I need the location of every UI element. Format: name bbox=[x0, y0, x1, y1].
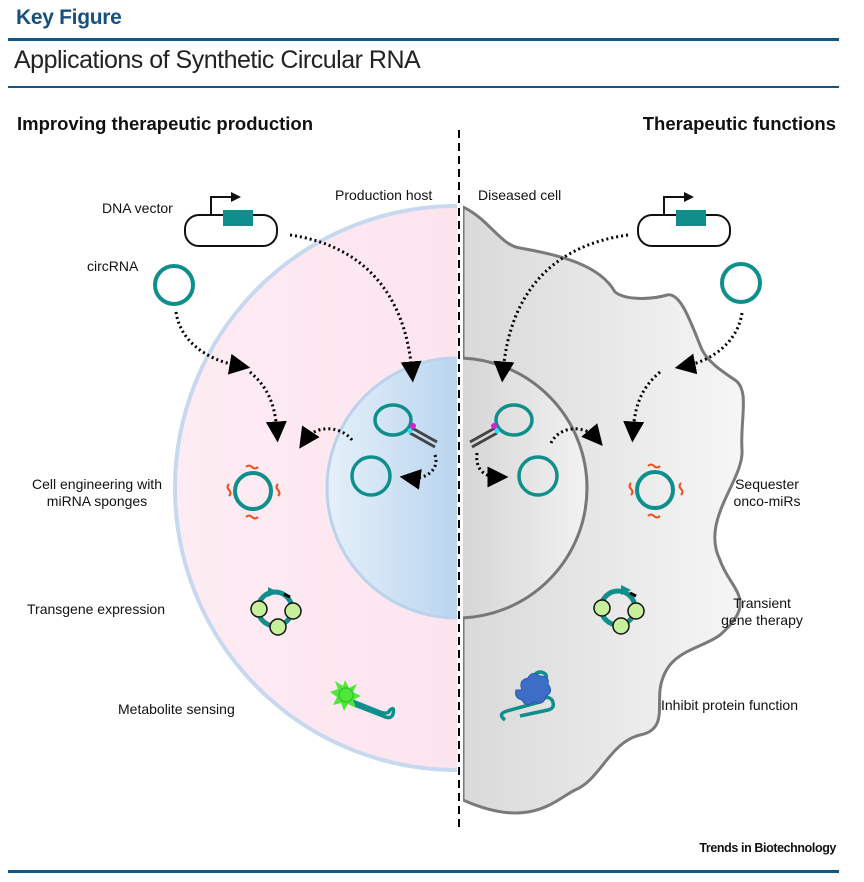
circrna-cytoplasm-arrow bbox=[249, 370, 287, 443]
delivery-arrows-right bbox=[475, 233, 744, 488]
app-label-line2: gene therapy bbox=[721, 612, 803, 628]
circrna-cytoplasm-arrow-right bbox=[623, 370, 661, 443]
header-rule-bottom bbox=[8, 86, 839, 88]
dna-vector-label: DNA vector bbox=[102, 200, 173, 216]
circrna-uptake-arrow bbox=[174, 311, 251, 375]
translating-circrna-icon-right bbox=[593, 585, 645, 635]
splicing-intermediate-right bbox=[469, 403, 534, 449]
journal-credit: Trends in Biotechnology bbox=[699, 841, 836, 855]
aptamer-sensor-icon bbox=[330, 680, 396, 720]
production-nucleus bbox=[325, 356, 457, 620]
production-host-label: Production host bbox=[335, 187, 433, 203]
key-figure-label: Key Figure bbox=[16, 6, 122, 29]
app-label-line2: miRNA sponges bbox=[46, 493, 148, 509]
production-cytoplasm bbox=[173, 204, 457, 772]
dna-vector-icon-right bbox=[637, 192, 731, 247]
mirna-sponge-icon-left bbox=[226, 464, 281, 520]
app-label-metabolite-sensing: Metabolite sensing bbox=[118, 701, 235, 717]
app-label-line2: onco-miRs bbox=[733, 493, 801, 509]
splicing-intermediate-left bbox=[373, 403, 438, 449]
protein-binding-aptamer-icon bbox=[499, 670, 556, 722]
diseased-cell-label: Diseased cell bbox=[478, 187, 562, 203]
circrna-nucleus-left bbox=[350, 455, 392, 497]
circrna-nucleus-right bbox=[517, 455, 559, 497]
circrna-icon-left bbox=[153, 264, 195, 306]
section-title-production: Improving therapeutic production bbox=[17, 113, 314, 134]
app-label-transgene-expression: Transgene expression bbox=[27, 601, 166, 617]
header-rule-top bbox=[8, 38, 839, 41]
ligase-site-icon bbox=[410, 423, 416, 429]
production-host-cell bbox=[173, 204, 457, 772]
app-label-sequester-oncomirs: Sequester onco-miRs bbox=[722, 476, 812, 510]
diseased-cytoplasm bbox=[463, 205, 745, 815]
circrna-label: circRNA bbox=[87, 258, 139, 274]
section-title-therapeutic: Therapeutic functions bbox=[642, 113, 836, 134]
footer-rule bbox=[8, 870, 839, 873]
mirna-sponge-icon-right bbox=[628, 463, 684, 519]
app-label-transient-gene-therapy: Transient gene therapy bbox=[712, 595, 812, 629]
translating-circrna-icon-left bbox=[250, 587, 302, 636]
circrna-icon-right bbox=[720, 262, 762, 304]
app-label-line1: Transient bbox=[733, 595, 791, 611]
app-label-mirna-sponges: Cell engineering with miRNA sponges bbox=[18, 476, 176, 510]
app-label-line1: Sequester bbox=[735, 476, 799, 492]
app-label-line1: Cell engineering with bbox=[32, 476, 162, 492]
app-label-inhibit-protein: Inhibit protein function bbox=[661, 697, 798, 713]
delivery-arrows-left bbox=[174, 233, 438, 490]
dna-vector-icon-left bbox=[184, 192, 278, 247]
figure-title: Applications of Synthetic Circular RNA bbox=[14, 46, 421, 74]
vector-delivery-arrow bbox=[289, 233, 422, 383]
diseased-cell bbox=[463, 205, 745, 815]
vector-delivery-arrow-right bbox=[493, 233, 629, 383]
